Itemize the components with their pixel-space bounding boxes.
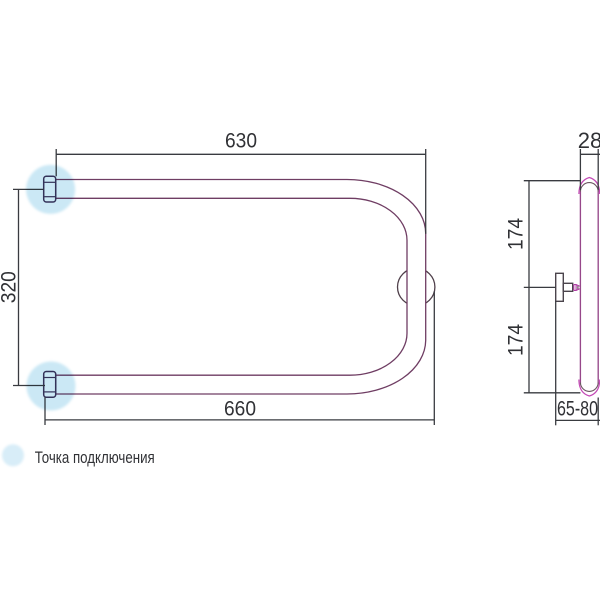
svg-text:174: 174	[505, 218, 528, 250]
svg-text:320: 320	[0, 271, 21, 303]
svg-text:630: 630	[225, 130, 257, 153]
svg-text:660: 660	[224, 397, 256, 420]
svg-text:65-80: 65-80	[557, 398, 598, 421]
svg-text:Точка подключения: Точка подключения	[35, 448, 155, 467]
svg-text:28: 28	[578, 128, 600, 153]
svg-text:174: 174	[505, 324, 528, 356]
